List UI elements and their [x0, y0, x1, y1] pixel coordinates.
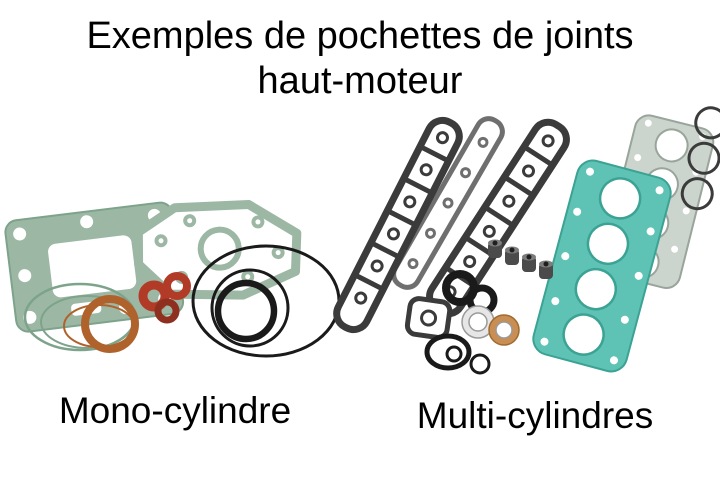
- caption-multi-cylindres: Multi-cylindres: [416, 395, 654, 436]
- multi-cylinder-gasket-kit-photo: [333, 106, 720, 375]
- mono-cylinder-gasket-kit-photo: [4, 200, 341, 358]
- title-line-1: Exemples de pochettes de joints: [86, 15, 634, 57]
- valve-stem-seals: [488, 239, 553, 279]
- four-cylinder-head-gasket: [532, 159, 672, 373]
- page-title: Exemples de pochettes de joints haut-mot…: [0, 14, 720, 104]
- rubber-grommets: [138, 272, 191, 324]
- copper-exhaust-gasket-ring: [81, 295, 139, 353]
- washers: [461, 305, 520, 346]
- valve-cover-gasket-left: [333, 116, 463, 334]
- cover-gasket-partial: [680, 106, 720, 211]
- title-line-2: haut-moteur: [257, 60, 463, 102]
- valve-cover-gasket-back: [391, 116, 505, 290]
- small-cover-gasket: [404, 296, 453, 340]
- black-o-rings: [191, 244, 341, 358]
- small-o-rings: [424, 333, 491, 375]
- caption-mono-cylindre: Mono-cylindre: [58, 390, 292, 431]
